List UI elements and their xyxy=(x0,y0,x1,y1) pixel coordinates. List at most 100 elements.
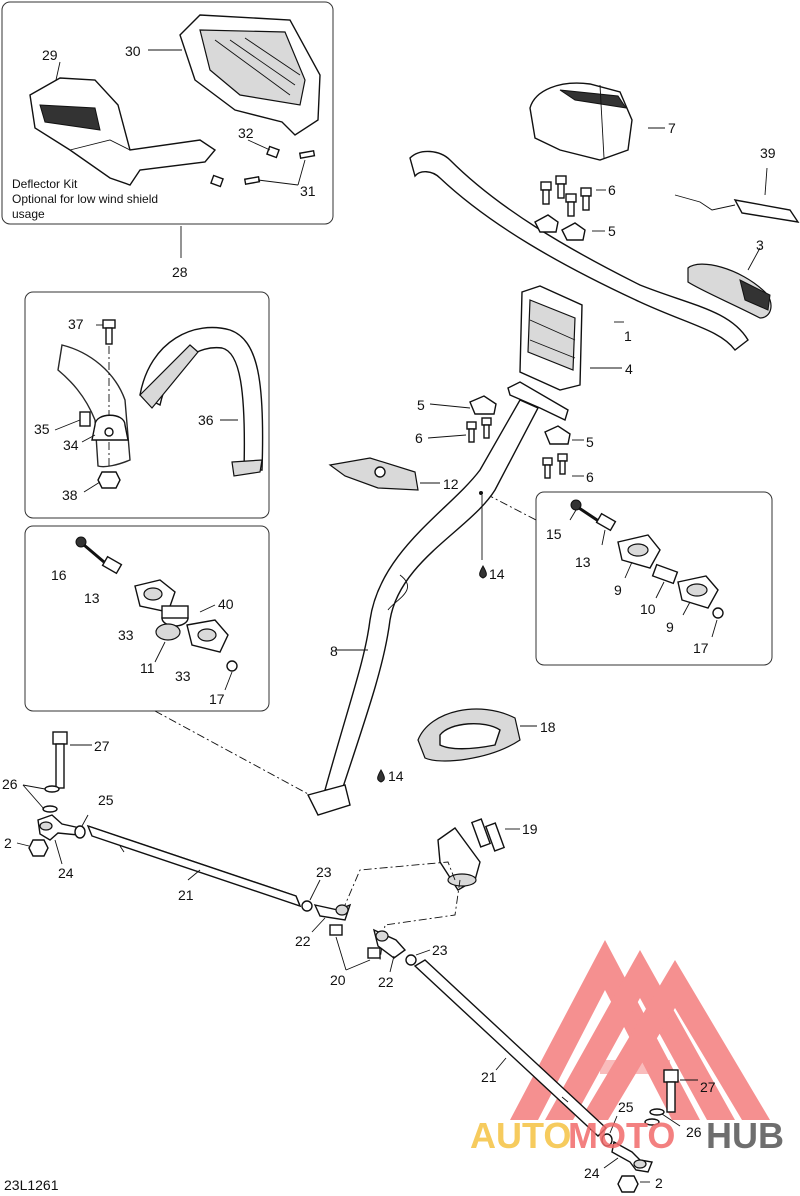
part-38-nut xyxy=(97,471,121,489)
watermark-word-moto: MOTO xyxy=(568,1115,675,1156)
part-39-grip-heater xyxy=(674,194,800,223)
part-2-nut-left xyxy=(28,839,49,857)
part-6-bolts-mid-left xyxy=(466,417,492,443)
label-21-right: 21 xyxy=(481,1069,497,1085)
label-10: 10 xyxy=(640,601,656,617)
label-26-right: 26 xyxy=(686,1124,702,1140)
watermark-word-auto: AUTO xyxy=(470,1115,571,1156)
lubricant-drop-icon xyxy=(479,564,487,579)
part-12-plate xyxy=(328,457,419,491)
part-17-nut-right xyxy=(712,607,724,619)
part-6-bolts-mid-right xyxy=(542,453,568,479)
label-14-lower: 14 xyxy=(388,768,404,784)
part-21-tie-rod-left xyxy=(86,824,302,908)
label-5-mid-left: 5 xyxy=(417,397,425,413)
part-24-ball-joint-left xyxy=(37,814,81,841)
label-39: 39 xyxy=(760,145,776,161)
label-18: 18 xyxy=(540,719,556,735)
deflector-kit-note: Optional for low wind shield xyxy=(12,192,158,206)
part-34-clamp xyxy=(91,414,129,441)
label-7: 7 xyxy=(668,120,676,136)
watermark-logo xyxy=(510,940,770,1120)
label-13: 13 xyxy=(84,590,100,606)
diagram-id: 23L1261 xyxy=(4,1177,59,1193)
label-32: 32 xyxy=(238,125,254,141)
part-25-jam-nut-left xyxy=(74,825,86,839)
part-35-spacer xyxy=(79,411,91,427)
label-29: 29 xyxy=(42,47,58,63)
label-5-mid-right: 5 xyxy=(586,434,594,450)
label-21-left: 21 xyxy=(178,887,194,903)
label-14-top: 14 xyxy=(489,566,505,582)
part-13-bushing-right xyxy=(595,512,617,532)
label-5-top: 5 xyxy=(608,223,616,239)
label-11: 11 xyxy=(140,660,155,676)
label-28: 28 xyxy=(172,264,188,280)
part-6-bolts-top xyxy=(540,175,592,217)
part-3-grip xyxy=(687,263,772,319)
part-22-ball-joint-right xyxy=(372,928,407,959)
label-17: 17 xyxy=(209,691,225,707)
part-13-bushing xyxy=(101,555,123,575)
label-24-left: 24 xyxy=(58,865,74,881)
label-12: 12 xyxy=(443,476,459,492)
label-38: 38 xyxy=(62,487,78,503)
label-27-left: 27 xyxy=(94,738,110,754)
label-19: 19 xyxy=(522,821,538,837)
left-linkage-box xyxy=(24,525,270,712)
label-6-top: 6 xyxy=(608,182,616,198)
part-22-ball-joint-left xyxy=(313,903,352,921)
part-4-riser xyxy=(519,285,583,391)
part-27-bolt-right xyxy=(663,1069,679,1113)
label-4: 4 xyxy=(625,361,633,377)
label-36: 36 xyxy=(198,412,214,428)
label-31: 31 xyxy=(300,183,316,199)
part-29-deflector xyxy=(29,77,217,186)
label-27-right: 27 xyxy=(700,1079,716,1095)
part-5-clamp-mid-right xyxy=(544,425,571,445)
deflector-kit-box xyxy=(1,1,334,225)
label-40: 40 xyxy=(218,596,234,612)
label-25-right: 25 xyxy=(618,1099,634,1115)
part-37-bolt xyxy=(102,319,116,345)
label-2-right: 2 xyxy=(655,1175,663,1191)
label-17-right: 17 xyxy=(693,640,709,656)
label-6-mid-right: 6 xyxy=(586,469,594,485)
part-26-washers-right xyxy=(644,1108,665,1126)
bar-guard-box xyxy=(24,291,270,519)
part-26-washers-left xyxy=(42,785,60,813)
part-27-bolt-left xyxy=(52,731,68,789)
part-5-clamp-mid-left xyxy=(469,395,497,415)
watermark-word-hub: HUB xyxy=(706,1115,784,1156)
part-11-nut xyxy=(155,623,181,641)
label-22-right: 22 xyxy=(378,974,394,990)
part-16-bolt xyxy=(75,536,105,564)
label-1: 1 xyxy=(624,328,632,344)
label-15: 15 xyxy=(546,526,562,542)
part-18-cover xyxy=(417,708,521,762)
label-9: 9 xyxy=(614,582,622,598)
label-33-lower: 33 xyxy=(175,668,191,684)
label-33: 33 xyxy=(118,627,134,643)
label-25-left: 25 xyxy=(98,792,114,808)
label-26-left: 26 xyxy=(2,776,18,792)
label-30: 30 xyxy=(125,43,141,59)
label-6-mid-left: 6 xyxy=(415,430,423,446)
label-23-right: 23 xyxy=(432,942,448,958)
part-23-nut-left xyxy=(301,900,313,912)
part-31-screw xyxy=(243,150,316,185)
part-17-nut xyxy=(226,660,238,672)
part-5-clamps-top xyxy=(534,214,586,241)
part-2-nut-right xyxy=(617,1175,639,1193)
part-24-ball-joint-right xyxy=(611,1140,653,1173)
label-22-left: 22 xyxy=(295,933,311,949)
label-8: 8 xyxy=(330,643,338,659)
label-23-left: 23 xyxy=(316,864,332,880)
part-9-rod-end-lower xyxy=(677,575,719,609)
part-40-adjuster xyxy=(161,605,189,627)
watermark-text: AUTO MOTO HUB xyxy=(470,1115,784,1156)
part-19-steering-arm xyxy=(437,818,506,891)
part-9-rod-end xyxy=(617,534,661,569)
label-2-left: 2 xyxy=(4,835,12,851)
label-24-right: 24 xyxy=(584,1165,600,1181)
